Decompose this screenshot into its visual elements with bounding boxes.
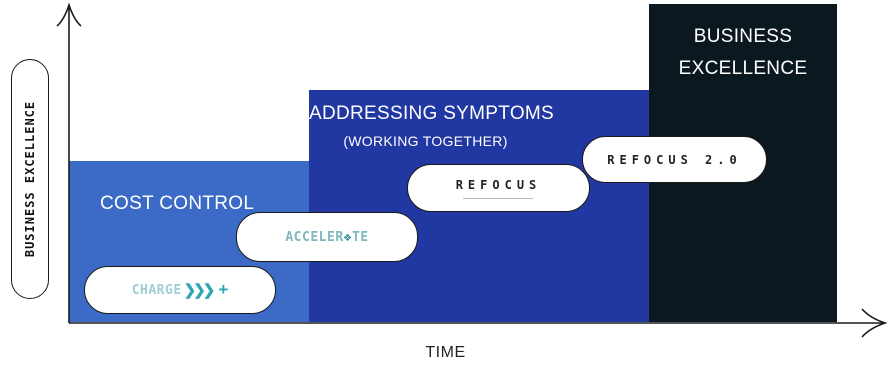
addressing-symptoms-title: ADDRESSING SYMPTOMS <box>309 103 554 124</box>
refocus-2-pill: REFOCUS 2.0 <box>582 136 767 183</box>
charge-logo-text: CHARGE <box>131 282 182 298</box>
y-axis-label: BUSINESS EXCELLENCE <box>23 100 37 258</box>
y-axis-arrowhead <box>56 2 82 27</box>
y-axis-label-pill <box>11 59 49 299</box>
cost-control-title: COST CONTROL <box>100 193 255 214</box>
charge-plus-pill: CHARGE ❯❯❯ + <box>84 266 276 314</box>
business-excellence-title-line2: EXCELLENCE <box>678 58 808 79</box>
refocus-2-logo-text: REFOCUS 2.0 <box>607 152 742 167</box>
accelerate-logo-text-end: TE <box>351 229 369 245</box>
refocus-underline <box>463 197 534 199</box>
x-axis-arrowhead <box>861 308 888 338</box>
accelerate-logo-text-start: ACCELER <box>285 229 344 245</box>
charge-plus-suffix: + <box>218 280 229 299</box>
addressing-symptoms-subtitle: (WORKING TOGETHER) <box>343 133 508 149</box>
accelerate-logo: ACCELER❖TE <box>285 230 368 245</box>
business-excellence-title-line1: BUSINESS <box>693 26 793 47</box>
accelerate-pill: ACCELER❖TE <box>236 212 418 262</box>
triple-chevron-icon: ❯❯❯ <box>183 282 216 299</box>
gem-icon: ❖ <box>343 229 352 245</box>
refocus-pill: REFOCUS <box>407 164 590 212</box>
refocus-logo-text: REFOCUS <box>455 177 542 192</box>
x-axis-label: TIME <box>425 344 466 361</box>
